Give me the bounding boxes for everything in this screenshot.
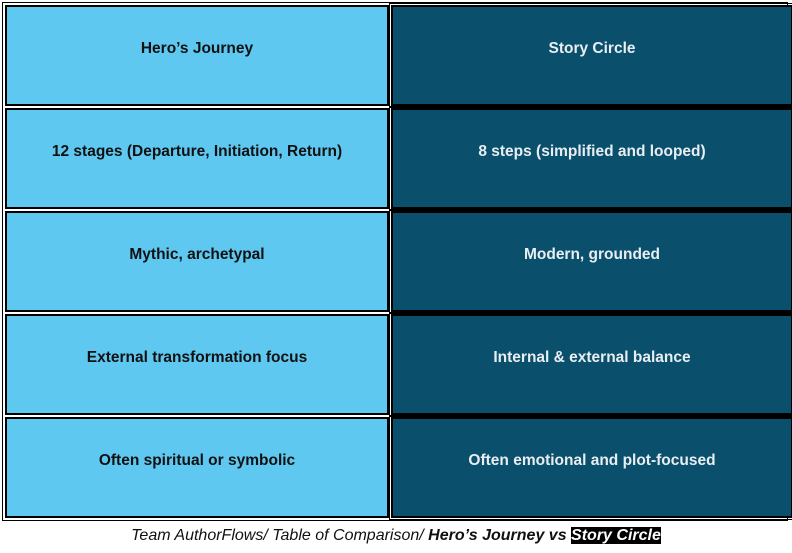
cell-text: 8 steps (simplified and looped) <box>478 142 706 160</box>
header-label: Hero’s Journey <box>140 39 254 57</box>
cell-text: 12 stages (Departure, Initiation, Return… <box>51 142 343 160</box>
cell-text: Often spiritual or symbolic <box>98 451 296 469</box>
table-caption: Team AuthorFlows/ Table of Comparison/ H… <box>0 527 792 545</box>
table-cell: Mythic, archetypal <box>5 211 389 312</box>
cell-text: Internal & external balance <box>493 348 691 366</box>
table-cell: Often emotional and plot-focused <box>389 415 792 520</box>
table-cell: Internal & external balance <box>389 312 792 417</box>
cell-text: Often emotional and plot-focused <box>468 451 716 469</box>
comparison-table: Hero’s Journey Story Circle 12 stages (D… <box>2 2 792 521</box>
caption-highlight: Story Circle <box>571 527 661 544</box>
table-cell: 8 steps (simplified and looped) <box>389 106 792 211</box>
cell-text: External transformation focus <box>86 348 308 366</box>
table-cell: 12 stages (Departure, Initiation, Return… <box>5 108 389 209</box>
header-story-circle: Story Circle <box>389 3 792 108</box>
caption-bold: Hero’s Journey vs <box>428 527 572 544</box>
table-cell: Often spiritual or symbolic <box>5 417 389 518</box>
caption-prefix: Team AuthorFlows/ Table of Comparison/ <box>131 527 429 544</box>
header-heros-journey: Hero’s Journey <box>5 5 389 106</box>
cell-text: Mythic, archetypal <box>129 245 265 263</box>
table-cell: External transformation focus <box>5 314 389 415</box>
header-label: Story Circle <box>548 39 636 57</box>
table-cell: Modern, grounded <box>389 209 792 314</box>
cell-text: Modern, grounded <box>523 245 661 263</box>
